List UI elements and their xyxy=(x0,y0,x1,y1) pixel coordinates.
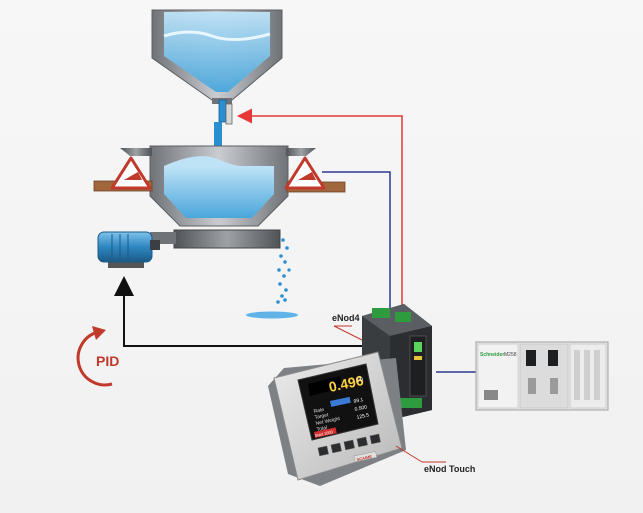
motor-control-line xyxy=(114,276,362,347)
material-pile xyxy=(246,311,298,319)
screen-row-total: Total xyxy=(316,425,328,433)
weigh-hopper xyxy=(120,145,316,227)
vibrator-motor-icon xyxy=(97,231,160,268)
enod4-callout-line xyxy=(333,325,363,341)
pid-loop-icon xyxy=(76,326,113,387)
discharge-particles xyxy=(276,238,291,304)
valve-control-line xyxy=(237,108,403,318)
load-cell-signal-line xyxy=(322,171,391,318)
screen-readout-1: 99.1 xyxy=(353,397,364,405)
enod-touch-label: eNod Touch xyxy=(424,464,475,474)
enod-touch-callout-line xyxy=(395,445,423,463)
screen-start-button[interactable] xyxy=(314,427,337,438)
plc-model: M258 xyxy=(504,352,517,358)
screen-target-field[interactable] xyxy=(330,396,351,407)
pid-label: PID xyxy=(96,353,119,369)
load-cell-warning-icon xyxy=(110,156,152,190)
load-cell-warning-icon xyxy=(284,156,326,190)
vibratory-feeder-tray xyxy=(150,229,281,249)
screen-readout-2: 0.500 xyxy=(354,404,368,413)
slide-gate-valve xyxy=(218,99,233,125)
svg-text:Start 1000: Start 1000 xyxy=(314,429,334,438)
brand-logo: SCAIME xyxy=(356,454,373,462)
upper-hopper xyxy=(151,9,283,104)
material-stream xyxy=(214,122,222,168)
screen-row-rate: Rate xyxy=(313,407,325,415)
plc-controller: Schneider M258 xyxy=(475,341,609,411)
screen-rate-unit: t/h xyxy=(356,377,364,384)
screen-readout-3: 125.5 xyxy=(356,412,370,421)
enod4-label: eNod4 xyxy=(332,313,360,323)
hmi-keypad[interactable] xyxy=(317,433,381,457)
screen-rate-value: 0.496 xyxy=(327,372,365,395)
screen-row-netweight: Net Weight xyxy=(315,416,341,427)
plc-brand: Schneider xyxy=(480,352,504,358)
screen-row-target: Target xyxy=(314,412,329,421)
enod-touch-hmi: 0.496 t/h Rate Target Net Weight Total 9… xyxy=(268,351,406,486)
